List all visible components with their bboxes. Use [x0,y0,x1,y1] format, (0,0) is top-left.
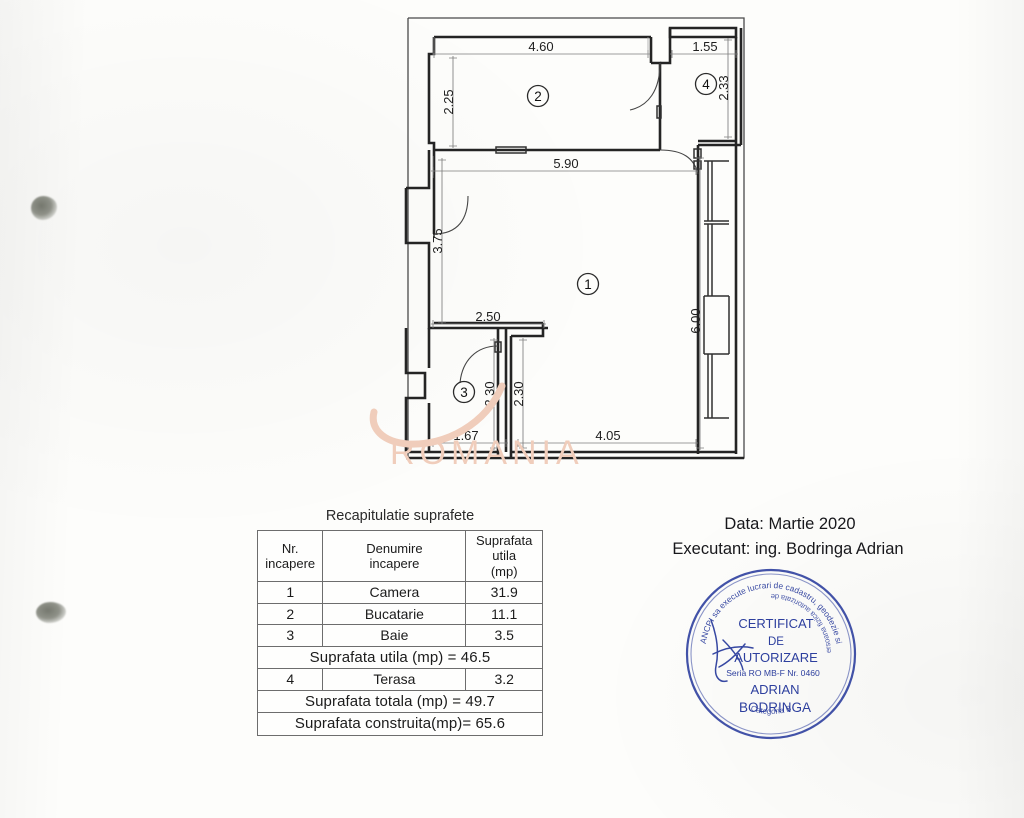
dim-2-30-right: 2.30 [511,381,526,406]
header-name-line2: incapere [369,555,420,571]
header-nr-line1: Nr. [281,540,299,556]
total-row: Suprafata totala (mp) = 49.7 [257,689,543,714]
dim-5-90: 5.90 [553,156,578,171]
dim-6-00: 6.00 [688,308,703,333]
svg-text:4: 4 [702,77,710,92]
recapitulation-block: Recapitulatie suprafete Nr. incapere Den… [256,508,543,737]
row-name: Bucatarie [322,602,467,626]
row-name: Baie [322,624,467,647]
row-nr: 3 [256,624,324,647]
header-name-line1: Denumire [366,540,423,556]
table-row: 1 Camera 31.9 [256,580,543,604]
header-area-line2: utila [492,548,517,564]
row-name: Terasa [322,668,467,691]
dim-2-25: 2.25 [441,89,456,114]
table-header-row: Nr. incapere Denumire incapere Suprafata… [256,530,543,582]
handwritten-signature [710,619,754,683]
svg-text:2: 2 [534,89,542,104]
stamp-name-1: ADRIAN [750,682,799,697]
total-suprafata: Suprafata totala (mp) = 49.7 [257,689,543,714]
stamp-name-2: BODRINGA [739,700,811,715]
authorization-stamp: ANCPI sa execute lucrari de cadastru, ge… [683,566,859,742]
dim-2-50: 2.50 [475,309,500,324]
dim-4-60: 4.60 [528,39,553,54]
row-area: 31.9 [465,580,543,604]
built-suprafata: Suprafata construita(mp)= 65.6 [257,712,543,737]
header-nr-line2: incapere [265,555,316,571]
row-nr: 2 [256,602,324,626]
subtotal-row: Suprafata utila (mp) = 46.5 [257,645,543,670]
table-row: 3 Baie 3.5 [256,624,543,647]
header-nr: Nr. incapere [256,530,324,582]
room-marker-4: 4 [694,72,718,96]
dim-1-55: 1.55 [692,39,717,54]
areas-table: Nr. incapere Denumire incapere Suprafata… [256,530,543,737]
room-marker-1: 1 [576,272,600,296]
stamp-line-3: AUTORIZARE [734,650,818,665]
scan-smudge-bottom [36,602,66,623]
header-name: Denumire incapere [322,530,467,582]
table-row-terrace: 4 Terasa 3.2 [256,668,543,691]
header-area-line3: (mp) [490,563,518,579]
svg-text:1: 1 [584,277,592,292]
room-marker-2: 2 [526,84,550,108]
room-marker-3: 3 [452,380,476,404]
scan-smudge-top [31,196,57,220]
built-row: Suprafata construita(mp)= 65.6 [257,712,543,737]
row-nr: 4 [256,668,324,691]
header-area: Suprafata utila (mp) [465,530,543,582]
dim-1-67: 1.67 [453,428,478,443]
stamp-arc-bottom: Categoria B [750,704,793,716]
row-area: 11.1 [465,602,543,626]
recap-title: Recapitulatie suprafete [325,508,475,524]
dim-2-30-left: 2.30 [482,381,497,406]
executant-line: Executant: ing. Bodringa Adrian [672,539,904,558]
stamp-line-2: DE [768,636,784,648]
floor-plan-drawing: .w { fill:none; stroke:#242424; stroke-w… [398,6,754,474]
signature-block: Data: Martie 2020 Executant: ing. Bodrin… [620,512,960,562]
row-name: Camera [322,580,467,604]
header-area-line1: Suprafata [476,533,533,548]
table-row: 2 Bucatarie 11.1 [256,602,543,626]
subtotal-utila: Suprafata utila (mp) = 46.5 [257,645,543,670]
dim-4-05: 4.05 [595,428,620,443]
row-area: 3.5 [465,624,543,647]
dim-3-75: 3.75 [430,228,445,253]
date-line: Data: Martie 2020 [724,515,856,533]
svg-text:3: 3 [460,385,468,400]
row-area: 3.2 [465,668,543,691]
row-nr: 1 [256,580,324,604]
stamp-line-1: CERTIFICAT [738,616,813,631]
stamp-serial: Seria RO MB-F Nr. 0460 [726,668,820,678]
dim-2-33: 2.33 [716,75,731,100]
